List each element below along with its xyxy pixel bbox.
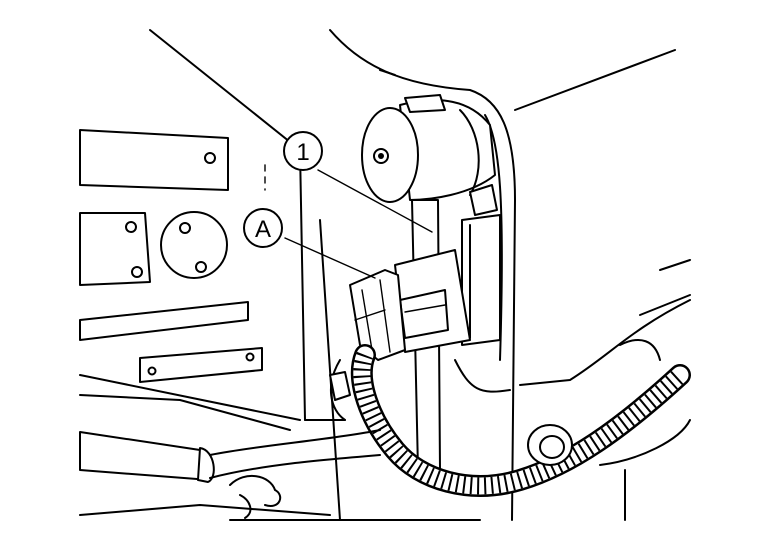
round-mount	[160, 211, 228, 279]
callout-a: A	[243, 208, 283, 248]
strip-long	[79, 301, 249, 341]
lower-cable	[79, 429, 381, 519]
bracket-plate-middle	[79, 212, 151, 286]
harness-grommet	[527, 424, 573, 466]
leader-lines	[284, 169, 433, 279]
callout-1: 1	[283, 131, 323, 171]
callout-a-label: A	[255, 216, 271, 243]
lower-panel	[454, 259, 691, 521]
strip-short	[139, 347, 263, 383]
connector-housing	[394, 249, 471, 353]
actuator-unit	[361, 94, 498, 216]
wire-harness	[329, 344, 691, 497]
callout-1-label: 1	[296, 139, 309, 166]
bracket-plate-upper	[79, 129, 229, 191]
connector-a	[349, 269, 406, 361]
